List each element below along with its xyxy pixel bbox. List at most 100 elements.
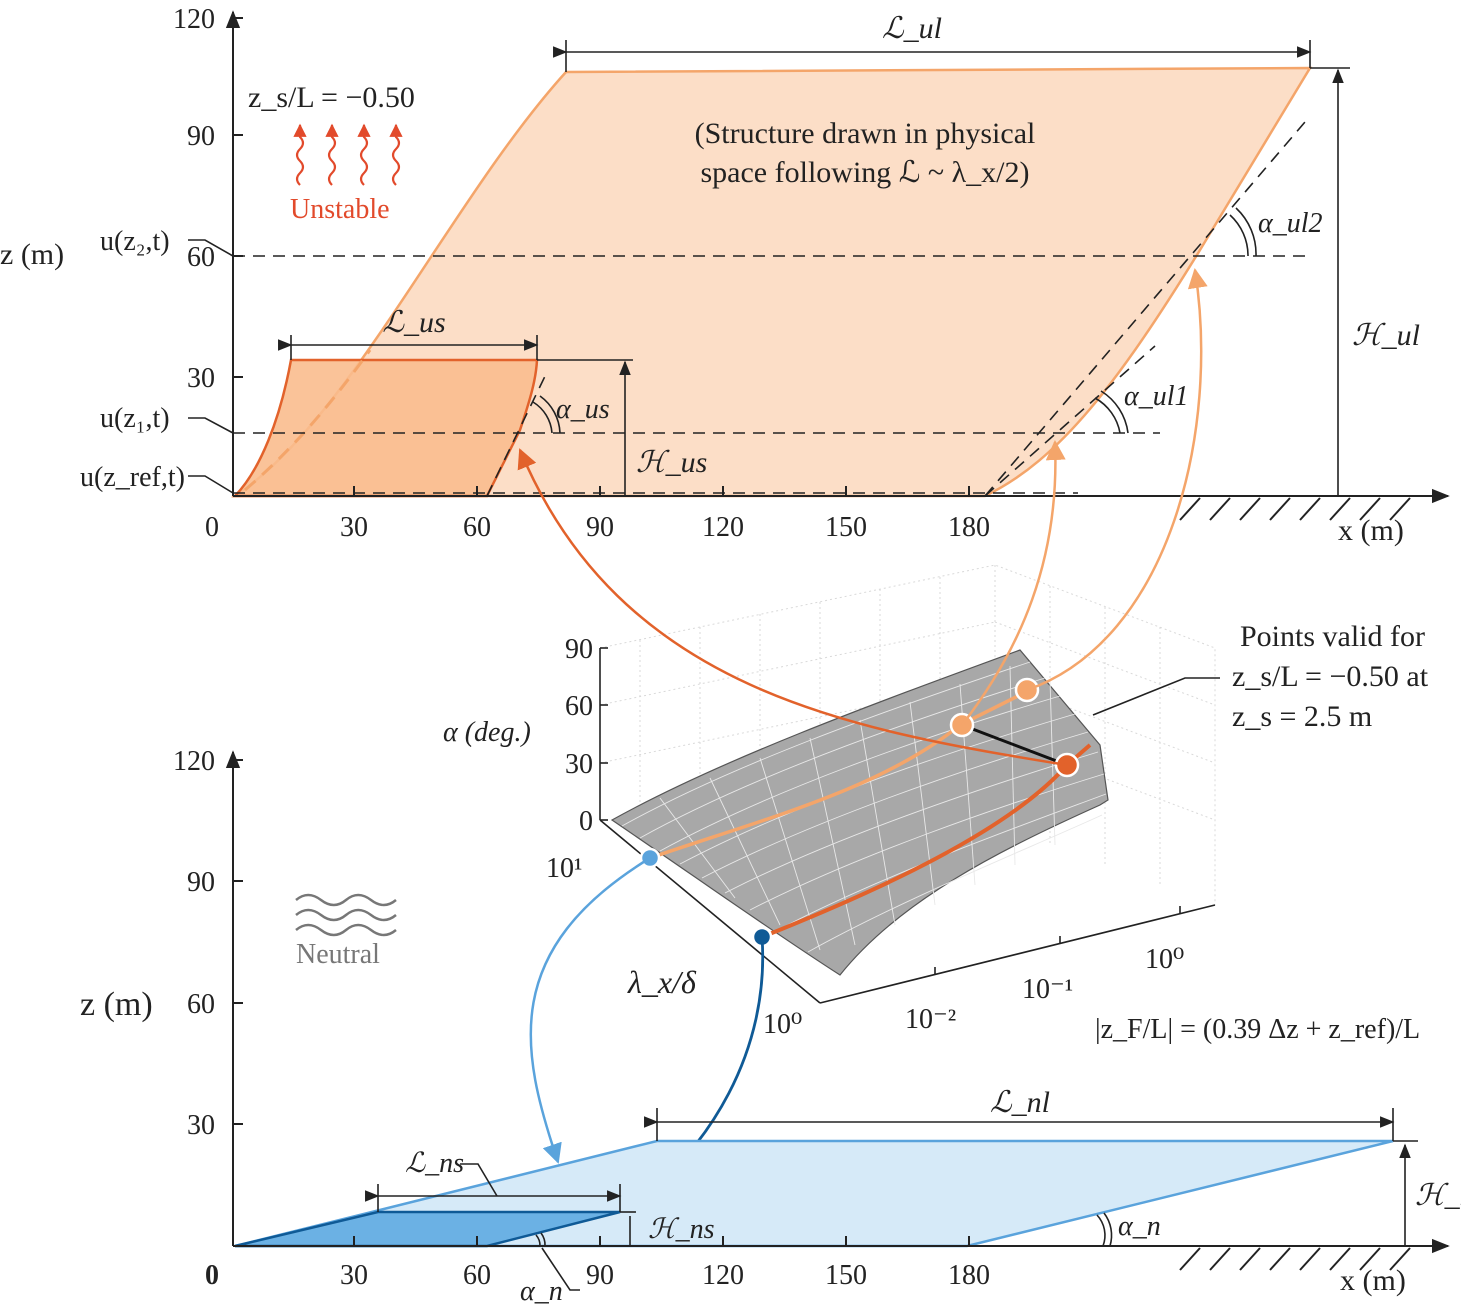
surface-plot: 90 60 30 0 α (deg.) 10¹ 10⁰ λ_x/δ 10⁻² 1… [443,564,1429,1045]
bottom-y-tick-90: 90 [187,867,215,898]
alpha-ul2-arc-2 [1235,207,1257,257]
H-nl-label: ℋ_nl [1415,1179,1461,1212]
structure-note-line1: (Structure drawn in physical [695,117,1036,150]
points-note-line2: z_s/L = −0.50 at [1232,660,1429,693]
points-note-line1: Points valid for [1240,620,1425,653]
structure-note-line2: space following ℒ ~ λ_x/2) [701,156,1030,189]
surface-x-label: |z_F/L| = (0.39 Δz + z_ref)/L [1095,1014,1420,1045]
top-y-tick-30: 30 [187,363,215,394]
L-ul-label: ℒ_ul [882,12,942,45]
top-plot: 120 90 60 30 0 30 60 90 120 150 180 z (m… [0,4,1450,547]
u-z1-label: u(z₁,t) [100,403,170,434]
large-tangent-line-1 [984,345,1156,497]
alpha-ul1-arc-2 [1100,390,1129,434]
top-y-tick-marks [233,17,243,378]
unstable-plume-icon [293,123,403,186]
points-note-line3: z_s = 2.5 m [1232,700,1372,733]
surface-z-tick-0: 0 [579,806,593,837]
surface-x-tick-10-0: 10⁰ [1145,944,1184,975]
small-tangent-line [486,369,549,497]
top-x-axis-label: x (m) [1338,514,1404,547]
alpha-ul1-label: α_ul1 [1124,381,1188,412]
surface-y-label: λ_x/δ [627,964,697,1000]
bottom-ground-hatch [1175,1245,1415,1271]
surface-x-tick-10-2: 10⁻² [905,1004,956,1035]
L-ns-leader [460,1163,498,1197]
alpha-n-small-label: α_n [520,1276,563,1307]
neutral-label: Neutral [296,939,380,970]
bottom-x-axis-label: x (m) [1340,1264,1406,1297]
points-note-leader [1092,677,1220,716]
surface-mesh [621,661,1107,953]
top-ground-hatch [1175,495,1415,521]
bottom-y-tick-marks [233,759,243,1125]
alpha-surface [610,649,1109,976]
top-x-tick-30: 30 [340,512,368,543]
L-nl-label: ℒ_nl [990,1086,1050,1119]
alpha-n-label: α_n [1118,1211,1161,1242]
top-x-tick-180: 180 [948,512,990,543]
L-ns-label: ℒ_ns [405,1148,464,1179]
u-z2-leader [188,239,234,257]
neutral-waves-icon [295,893,397,937]
u-z2-label: u(z₂,t) [100,226,170,257]
alpha-n-small-leader [541,1247,580,1291]
top-y-tick-60: 60 [187,242,215,273]
point-connector [961,723,1068,767]
small-scale-curve [761,743,1092,939]
L-us-label: ℒ_us [382,306,445,339]
bottom-x-tick-120: 120 [702,1260,744,1291]
alpha-n-arc [1096,1214,1106,1247]
alpha-us-arc-2 [539,395,561,434]
alpha-ul2-arc [1229,214,1249,257]
top-x-tick-marks [353,486,970,496]
surface-axis-ticks [600,647,1181,975]
H-us-label: ℋ_us [636,446,707,479]
u-zref-label: u(z_ref,t) [80,462,185,493]
surface-lambda-axis [599,819,821,1004]
small-unstable-structure [232,358,539,498]
hidden-edge-large [244,349,372,492]
connector-arrows [517,268,1208,1212]
surface-y-tick-10-0: 10⁰ [763,1009,802,1040]
alpha-us-label: α_us [556,394,610,425]
top-x-tick-90: 90 [586,512,614,543]
surface-z-tick-90: 90 [565,634,593,665]
bottom-x-tick-marks [353,1236,970,1246]
bottom-y-tick-30: 30 [187,1110,215,1141]
bottom-x-tick-150: 150 [825,1260,867,1291]
top-stability-ratio: z_s/L = −0.50 [248,81,415,114]
top-y-tick-120: 120 [173,4,215,35]
alpha-n-small-arc [535,1234,541,1247]
H-ns-label: ℋ_ns [648,1214,715,1245]
u-zref-leader [188,475,234,494]
top-x-tick-120: 120 [702,512,744,543]
bottom-y-tick-120: 120 [173,746,215,777]
nl-point-arrow [529,856,651,1164]
ul1-point-arrow [961,440,1066,726]
surface-x-tick-10-1: 10⁻¹ [1022,974,1073,1005]
top-y-tick-90: 90 [187,121,215,152]
large-tangent-line-2 [984,121,1306,497]
alpha-us-arc [532,401,553,434]
us-point-arrow [517,448,1068,767]
surface-zF-axis [819,904,1216,1004]
bottom-x-tick-90: 90 [586,1260,614,1291]
top-origin-tick: 0 [205,512,219,543]
H-ul-label: ℋ_ul [1352,319,1420,352]
bottom-y-tick-60: 60 [187,989,215,1020]
top-x-tick-60: 60 [463,512,491,543]
alpha-ul1-arc [1094,397,1121,434]
bottom-x-tick-30: 30 [340,1260,368,1291]
top-y-axis-label: z (m) [0,238,64,271]
surface-z-tick-60: 60 [565,691,593,722]
surface-y-tick-10-1: 10¹ [546,853,582,884]
alpha-n-arc-2 [1103,1212,1113,1247]
bottom-origin-tick: 0 [205,1260,219,1291]
ul2-point-arrow [1026,268,1208,692]
top-x-tick-150: 150 [825,512,867,543]
bottom-x-tick-180: 180 [948,1260,990,1291]
bottom-y-axis-label: z (m) [80,986,153,1023]
alpha-n-small-arc-2 [540,1232,546,1247]
